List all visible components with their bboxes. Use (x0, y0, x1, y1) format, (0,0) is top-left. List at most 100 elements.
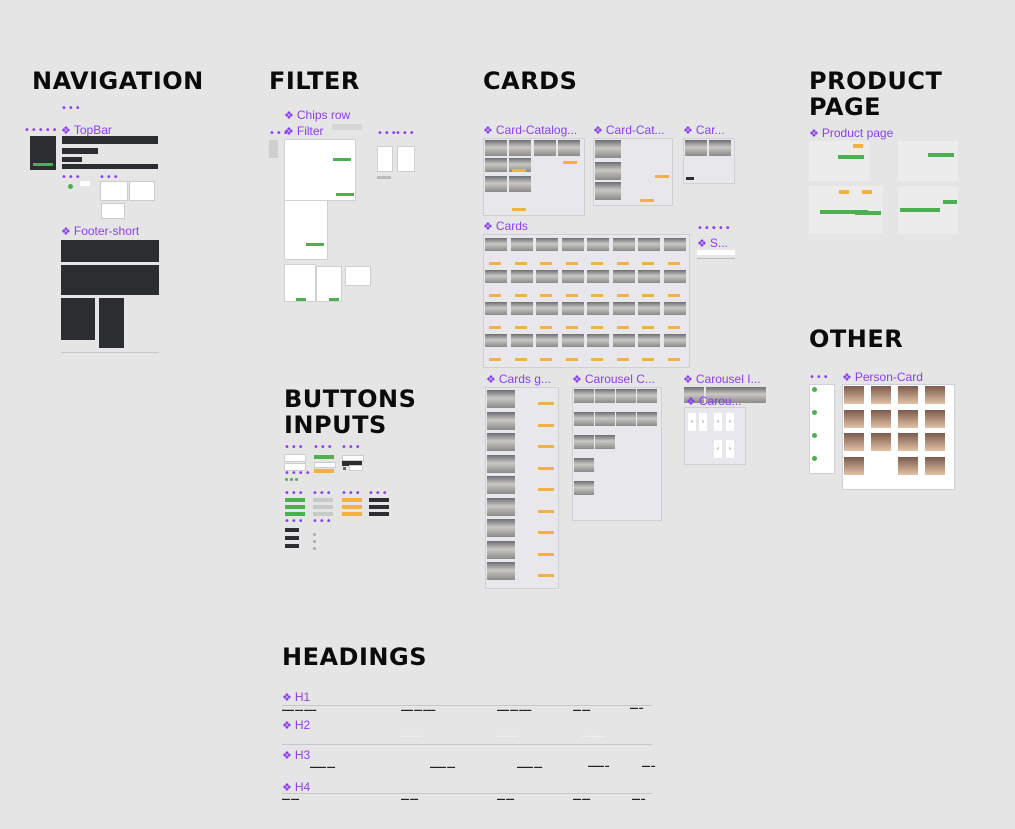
card-price-button[interactable] (616, 294, 629, 297)
radio-preview[interactable] (313, 533, 316, 536)
component-carousel-c[interactable]: ❖Carousel C... (572, 372, 655, 386)
ellipsis-icon[interactable]: •••• (284, 468, 312, 479)
card-price-button[interactable] (640, 199, 654, 202)
toggle-dot[interactable] (290, 478, 293, 481)
button-orange[interactable] (342, 505, 362, 509)
ellipsis-icon[interactable]: ••• (377, 128, 398, 139)
component-carou[interactable]: ❖Carou... (686, 394, 742, 408)
topbar-preview-bar[interactable] (62, 164, 158, 169)
card-price-button[interactable] (667, 358, 680, 361)
component-card-3[interactable]: ❖Car... (683, 123, 725, 137)
card-price-button[interactable] (565, 326, 578, 329)
filter-panel-preview[interactable] (316, 266, 342, 302)
card-price-button[interactable] (514, 294, 527, 297)
button-gray[interactable] (313, 512, 333, 516)
component-footer-short[interactable]: ❖Footer-short (61, 224, 140, 238)
component-carousel-i[interactable]: ❖Carousel I... (683, 372, 761, 386)
checkbox-preview[interactable] (343, 467, 346, 470)
topbar-preview-row[interactable] (62, 148, 98, 154)
product-buy-button[interactable] (928, 153, 954, 157)
product-buy-button[interactable] (820, 210, 868, 214)
footer-preview-mobile[interactable] (61, 298, 95, 340)
card-price-button[interactable] (538, 574, 554, 577)
radio-preview[interactable] (313, 540, 316, 543)
button-preview[interactable] (314, 462, 336, 468)
ellipsis-icon[interactable]: ••• (313, 442, 334, 453)
ellipsis-icon[interactable]: ••• (697, 223, 718, 234)
button-dark[interactable] (369, 498, 389, 502)
component-h4[interactable]: ❖H4 (282, 780, 311, 794)
card-price-button[interactable] (489, 294, 501, 297)
button-dark[interactable] (369, 505, 389, 509)
card-price-button[interactable] (514, 326, 527, 329)
card-price-button[interactable] (642, 326, 654, 329)
card-price-button[interactable] (489, 326, 501, 329)
card-price-button[interactable] (667, 262, 680, 265)
card-price-button[interactable] (591, 358, 603, 361)
filter-panel-preview[interactable] (284, 200, 328, 260)
card-price-button[interactable] (642, 358, 654, 361)
component-s[interactable]: ❖S... (697, 236, 728, 250)
ellipsis-icon[interactable]: ••••• (24, 125, 59, 136)
ellipsis-icon[interactable]: ••• (395, 128, 416, 139)
card-price-button[interactable] (565, 262, 578, 265)
carousel-frame[interactable] (572, 387, 662, 521)
component-topbar[interactable]: ❖TopBar (61, 123, 112, 137)
ellipsis-icon[interactable]: ••• (312, 516, 333, 527)
ellipsis-icon[interactable]: ••• (284, 516, 305, 527)
ellipsis-icon[interactable]: ••• (61, 103, 82, 114)
filter-apply-button[interactable] (306, 243, 324, 246)
product-page-preview[interactable] (898, 141, 958, 181)
footer-preview[interactable] (61, 265, 159, 295)
input-preview[interactable] (342, 455, 364, 461)
component-h1[interactable]: ❖H1 (282, 690, 311, 704)
card-price-button[interactable] (538, 509, 554, 513)
component-h3[interactable]: ❖H3 (282, 748, 311, 762)
toggle-dot[interactable] (295, 478, 298, 481)
dropdown-preview[interactable] (129, 181, 155, 201)
filter-apply-button[interactable] (333, 158, 351, 161)
ellipsis-icon[interactable]: ••• (809, 372, 830, 383)
product-buy-button[interactable] (900, 208, 940, 212)
card-price-button[interactable] (538, 423, 554, 427)
dropdown-preview[interactable] (101, 203, 125, 219)
component-chips-row[interactable]: ❖Chips row (284, 108, 351, 122)
footer-preview[interactable] (61, 240, 159, 262)
filter-apply-button[interactable] (329, 298, 339, 301)
input-preview[interactable] (284, 463, 306, 471)
carousel-next-button[interactable]: › (699, 413, 707, 431)
card-price-button[interactable] (489, 358, 501, 361)
ellipsis-icon[interactable]: ••• (284, 442, 305, 453)
button-green[interactable] (285, 498, 305, 502)
topbar-preview-row[interactable] (62, 157, 82, 162)
filter-apply-button[interactable] (296, 298, 306, 301)
button-dark[interactable] (369, 512, 389, 516)
card-price-button[interactable] (514, 262, 527, 265)
card-price-button[interactable] (540, 358, 552, 361)
card-price-button[interactable] (512, 169, 526, 172)
card-price-button[interactable] (538, 402, 554, 405)
ellipsis-icon[interactable]: ••• (341, 442, 362, 453)
filter-panel-preview[interactable] (284, 139, 356, 201)
component-h2[interactable]: ❖H2 (282, 718, 311, 732)
carousel-prev-button[interactable]: ‹ (688, 413, 696, 431)
button-dark[interactable] (285, 536, 299, 540)
button-orange[interactable] (342, 498, 362, 502)
product-buy-button[interactable] (943, 200, 957, 204)
filter-panel-preview[interactable] (345, 266, 371, 286)
dropdown-preview[interactable] (100, 181, 128, 201)
card-price-button[interactable] (540, 294, 552, 297)
topbar-desktop-preview[interactable] (62, 136, 158, 144)
component-person-card[interactable]: ❖Person-Card (842, 370, 923, 384)
ellipsis-icon[interactable]: ••• (312, 488, 333, 499)
product-buy-button[interactable] (838, 155, 864, 159)
cards-grid-frame[interactable] (483, 234, 690, 368)
product-buy-button[interactable] (855, 211, 881, 215)
card-price-button[interactable] (591, 262, 603, 265)
carousel-prev-button[interactable]: ‹ (714, 440, 722, 458)
chips-preview[interactable] (332, 124, 362, 130)
footer-preview-mobile[interactable] (99, 298, 124, 348)
card-price-button[interactable] (540, 326, 552, 329)
ellipsis-icon[interactable]: ••• (61, 172, 82, 183)
component-card-catalog[interactable]: ❖Card-Catalog... (483, 123, 578, 137)
